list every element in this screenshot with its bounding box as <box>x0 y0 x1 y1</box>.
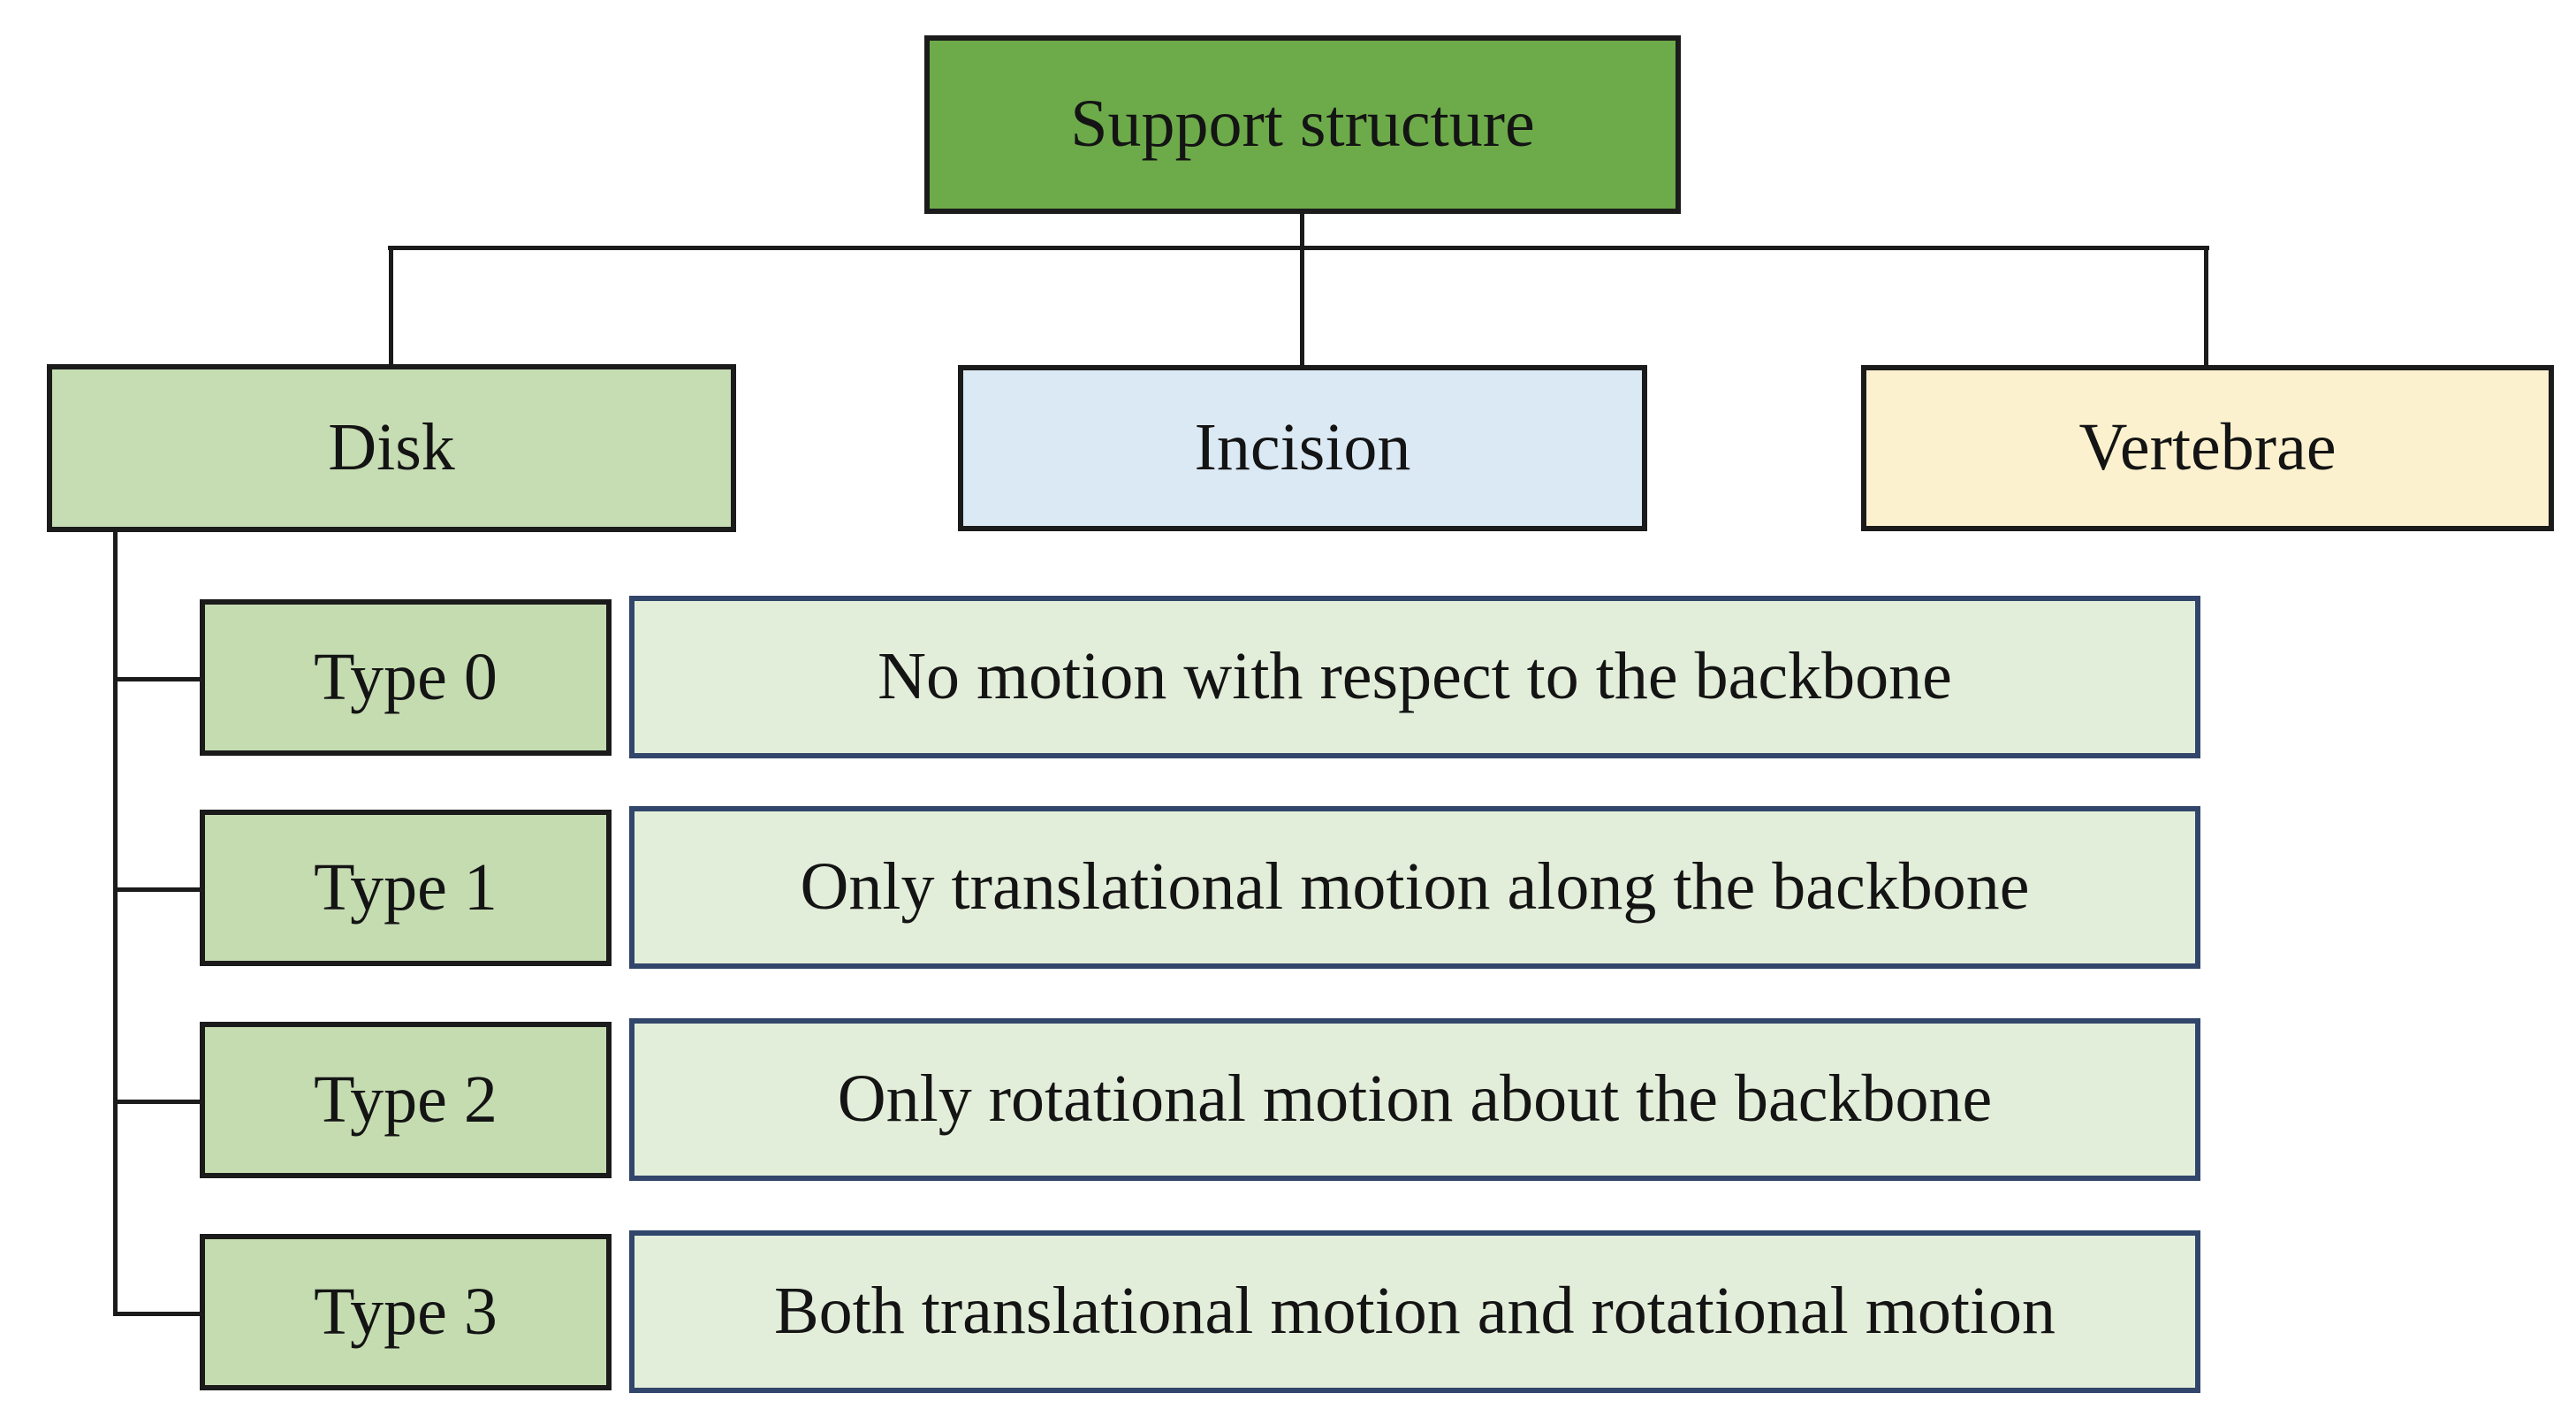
description-type-2-text: Only rotational motion about the backbon… <box>837 1062 1993 1137</box>
node-disk-label: Disk <box>328 410 455 485</box>
description-type-1: Only translational motion along the back… <box>629 806 2200 969</box>
node-type-3: Type 3 <box>200 1234 612 1390</box>
description-type-2: Only rotational motion about the backbon… <box>629 1018 2200 1181</box>
node-support-structure-label: Support structure <box>1070 87 1535 162</box>
node-type-3-label: Type 3 <box>314 1274 498 1349</box>
description-type-3-text: Both translational motion and rotational… <box>773 1274 2056 1349</box>
description-type-3: Both translational motion and rotational… <box>629 1230 2200 1393</box>
connector-disk-spine <box>113 530 118 1316</box>
node-vertebrae-label: Vertebrae <box>2078 410 2337 485</box>
description-type-1-text: Only translational motion along the back… <box>800 849 2030 925</box>
connector-stub-type-2 <box>113 1100 200 1104</box>
connector-stub-type-0 <box>113 677 200 681</box>
connector-horizontal-main <box>388 246 2209 250</box>
description-type-0-text: No motion with respect to the backbone <box>878 639 1952 714</box>
connector-stub-type-3 <box>113 1312 200 1316</box>
node-type-1-label: Type 1 <box>314 849 498 925</box>
connector-to-disk <box>389 246 393 366</box>
connector-root-to-incision <box>1300 214 1304 366</box>
connector-to-vertebrae <box>2204 246 2208 366</box>
node-type-2: Type 2 <box>200 1022 612 1178</box>
description-type-0: No motion with respect to the backbone <box>629 596 2200 758</box>
node-type-1: Type 1 <box>200 810 612 966</box>
node-incision: Incision <box>958 365 1647 531</box>
node-type-0-label: Type 0 <box>314 639 498 714</box>
node-vertebrae: Vertebrae <box>1861 365 2554 531</box>
node-support-structure: Support structure <box>924 35 1681 214</box>
node-incision-label: Incision <box>1194 410 1411 485</box>
node-disk: Disk <box>47 364 736 532</box>
node-type-2-label: Type 2 <box>314 1062 498 1137</box>
connector-stub-type-1 <box>113 887 200 892</box>
node-type-0: Type 0 <box>200 599 612 756</box>
